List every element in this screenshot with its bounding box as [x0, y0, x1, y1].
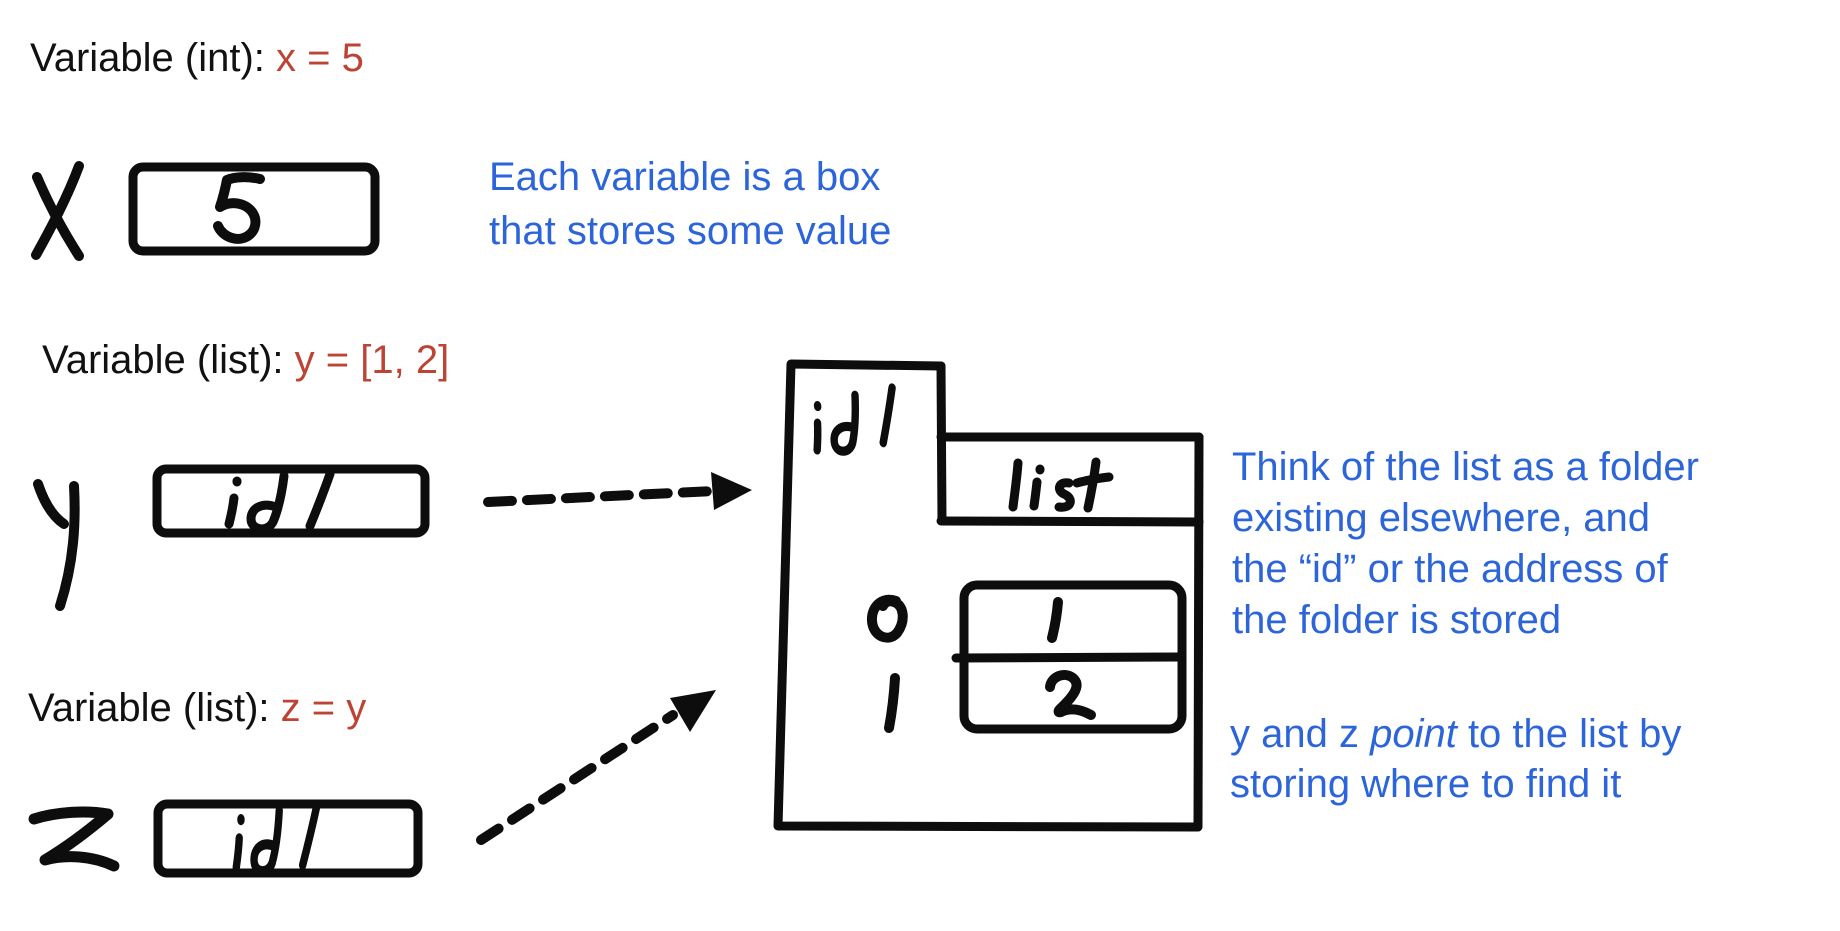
note-pointer-line2: storing where to find it: [1230, 762, 1622, 806]
note-folder-line3: the “id” or the address of: [1232, 547, 1668, 591]
z-value-box: [153, 799, 423, 873]
folder-outline: [773, 359, 1204, 832]
caption-list-y-value: y = [1, 2]: [294, 338, 450, 382]
x-value-box: [128, 162, 380, 256]
index-0-glyph: [866, 594, 908, 643]
note-pointer-line1: y and z point to the list by: [1230, 709, 1681, 759]
item-0-glyph: [1047, 597, 1063, 643]
y-value-box: [152, 464, 430, 538]
note-folder-line4: the folder is stored: [1232, 598, 1562, 642]
arrow-y-head: [711, 472, 752, 510]
note-folder: Think of the list as a folder existing e…: [1232, 442, 1699, 646]
note-pointer-line1-post: to the list by: [1456, 712, 1682, 756]
index-1-glyph: [884, 673, 900, 733]
folder-title-box-bottom: [936, 516, 1204, 527]
caption-int-label: Variable (int):: [30, 36, 277, 80]
caption-list-z: Variable (list): z = y: [28, 684, 366, 732]
arrow-z-to-folder: [476, 690, 716, 845]
var-z-letter: [28, 806, 120, 872]
note-box: Each variable is a box that stores some …: [489, 150, 891, 258]
list-items-box: [951, 580, 1187, 734]
caption-list-z-value: z = y: [280, 686, 367, 730]
note-pointer-line1-pre: y and z: [1230, 712, 1371, 756]
folder-tab-glyph: [810, 388, 900, 455]
folder-tab-edge: [936, 361, 947, 526]
z-value-glyph: [234, 806, 319, 873]
note-folder-line2: existing elsewhere, and: [1232, 496, 1651, 540]
folder-title-glyph: [1008, 457, 1114, 513]
caption-list-y-label: Variable (list):: [42, 338, 295, 382]
arrow-y-to-folder: [483, 472, 752, 510]
arrow-z-head: [670, 690, 716, 732]
var-y-letter: [33, 479, 80, 611]
note-pointer: y and z point to the list by storing whe…: [1230, 709, 1681, 809]
note-pointer-line1-italic: point: [1370, 712, 1457, 756]
note-folder-line1: Think of the list as a folder: [1232, 445, 1699, 489]
caption-int-value: x = 5: [276, 36, 364, 80]
caption-list-z-label: Variable (list):: [28, 686, 281, 730]
note-box-line2: that stores some value: [489, 209, 892, 253]
note-box-line1: Each variable is a box: [489, 155, 881, 199]
y-value-glyph: [229, 474, 330, 529]
caption-int: Variable (int): x = 5: [30, 34, 364, 82]
item-1-glyph: [1045, 670, 1096, 720]
list-items-divider: [951, 652, 1185, 663]
list-folder: [773, 359, 1204, 832]
var-x-letter: [31, 161, 84, 261]
x-value-glyph: [213, 172, 265, 244]
caption-list-y: Variable (list): y = [1, 2]: [42, 336, 449, 384]
